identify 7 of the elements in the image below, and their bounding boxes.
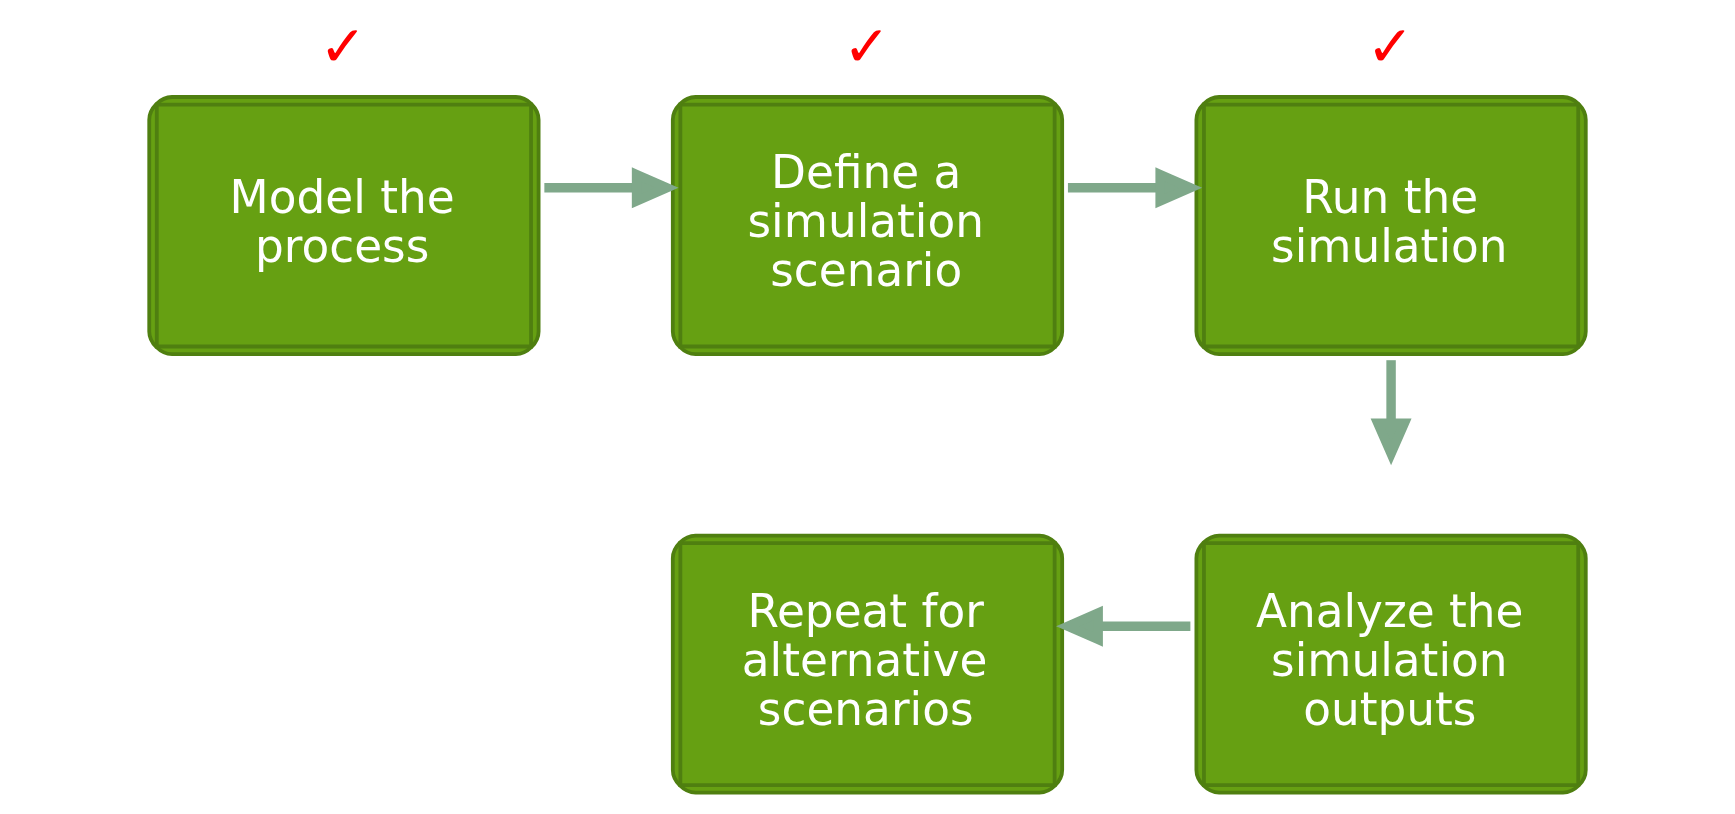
arrow xyxy=(1370,360,1412,466)
node-label: ✓ xyxy=(1366,12,1415,79)
arrow xyxy=(1056,605,1191,647)
node-label: ✓ xyxy=(319,12,367,79)
node-label: ✓ xyxy=(842,12,891,79)
arrow xyxy=(1067,167,1203,209)
arrow xyxy=(544,167,679,209)
